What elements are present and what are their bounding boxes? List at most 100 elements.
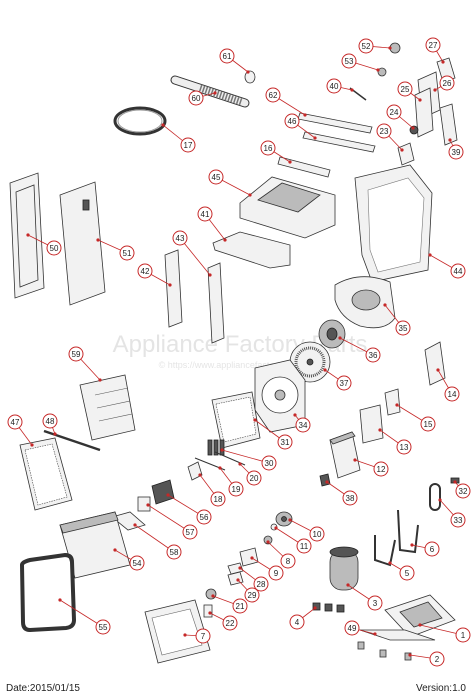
- callout-number: 37: [340, 379, 349, 388]
- callout-circle: [119, 245, 135, 261]
- callout-number: 50: [50, 244, 59, 253]
- callout-number: 26: [443, 79, 452, 88]
- callout-61: 61: [219, 48, 250, 74]
- leader-dot: [223, 238, 227, 242]
- part-39-plate: [439, 103, 458, 146]
- callout-31: 31: [253, 418, 293, 450]
- part-58-bracket: [111, 511, 146, 531]
- callout-number: 34: [299, 421, 308, 430]
- leader-line: [147, 504, 191, 533]
- leader-dot: [433, 88, 437, 92]
- callout-50: 50: [26, 233, 62, 256]
- leader-dot: [325, 480, 329, 484]
- part-33-tube-loop: [429, 483, 441, 511]
- leader-dot: [98, 378, 102, 382]
- leader-dot: [453, 480, 457, 484]
- callout-number: 31: [281, 438, 290, 447]
- leader-dot: [183, 633, 187, 637]
- callout-51: 51: [96, 238, 135, 261]
- leader-dot: [293, 413, 297, 417]
- callout-number: 49: [348, 624, 357, 633]
- leader-dot: [388, 561, 392, 565]
- part-61-ring: [244, 70, 256, 84]
- callout-35: 35: [383, 303, 411, 336]
- callout-circle: [284, 113, 300, 129]
- part-15-cover: [384, 388, 401, 416]
- callout-circle: [296, 538, 312, 554]
- callout-26: 26: [433, 75, 455, 92]
- leader-dot: [220, 448, 224, 452]
- leader-dot: [26, 233, 30, 237]
- part-38-clip: [319, 473, 331, 487]
- leader-dot: [246, 70, 250, 74]
- leader-dot: [238, 566, 242, 570]
- callout-21: 21: [211, 594, 248, 614]
- callout-number: 19: [232, 485, 241, 494]
- leader-dot: [274, 526, 278, 530]
- callout-number: 9: [274, 569, 279, 578]
- leader-dot: [166, 493, 170, 497]
- callout-circle: [277, 434, 293, 450]
- callout-number: 46: [288, 117, 297, 126]
- leader-dot: [303, 113, 307, 117]
- callout-circle: [455, 627, 471, 643]
- callout-24: 24: [386, 104, 415, 130]
- part-3-compressor: [329, 546, 359, 591]
- callout-circle: [182, 524, 198, 540]
- callout-number: 15: [424, 420, 433, 429]
- part-8-grommet: [263, 535, 273, 545]
- callout-number: 25: [401, 85, 410, 94]
- callout-23: 23: [376, 123, 404, 152]
- callout-54: 54: [113, 548, 145, 571]
- leader-line: [221, 449, 270, 464]
- callout-10: 10: [288, 518, 325, 542]
- callout-3: 3: [346, 583, 383, 611]
- callout-circle: [396, 439, 412, 455]
- callout-25: 25: [397, 81, 422, 102]
- callout-42: 42: [137, 263, 172, 287]
- callout-number: 42: [141, 267, 150, 276]
- callout-circle: [336, 375, 352, 391]
- part-46-trim-strip: [302, 131, 376, 153]
- callout-circle: [341, 53, 357, 69]
- callout-circle: [386, 104, 402, 120]
- callout-number: 58: [170, 548, 179, 557]
- part-30-heater: [207, 439, 225, 456]
- callout-38: 38: [325, 480, 358, 506]
- callout-number: 48: [46, 417, 55, 426]
- callout-circle: [232, 598, 248, 614]
- part-42-rail: [164, 249, 183, 328]
- part-31-evaporator: [211, 391, 261, 449]
- callout-number: 52: [362, 42, 371, 51]
- leader-dot: [346, 583, 350, 587]
- callout-layer: 1234567891011121314151617181920212223242…: [7, 37, 471, 667]
- callout-circle: [7, 414, 23, 430]
- callout-number: 21: [236, 602, 245, 611]
- callout-circle: [455, 483, 471, 499]
- callout-circle: [450, 512, 466, 528]
- callout-number: 61: [223, 52, 232, 61]
- leader-dot: [53, 432, 57, 436]
- callout-circle: [326, 78, 342, 94]
- callout-circle: [137, 263, 153, 279]
- callout-number: 2: [435, 655, 440, 664]
- leader-dot: [133, 523, 137, 527]
- callout-number: 11: [300, 542, 309, 551]
- callout-number: 36: [369, 351, 378, 360]
- callout-circle: [395, 320, 411, 336]
- leader-dot: [168, 283, 172, 287]
- leader-dot: [448, 138, 452, 142]
- callout-48: 48: [42, 413, 58, 436]
- callout-circle: [68, 346, 84, 362]
- callout-number: 47: [11, 418, 20, 427]
- callout-56: 56: [166, 493, 212, 525]
- leader-dot: [161, 123, 165, 127]
- callout-circle: [246, 470, 262, 486]
- callout-number: 23: [380, 127, 389, 136]
- part-49-base-rail: [359, 629, 436, 641]
- footer-date: Date:2015/01/15: [6, 683, 80, 694]
- callout-number: 44: [454, 267, 463, 276]
- callout-47: 47: [7, 414, 34, 447]
- leader-dot: [208, 273, 212, 277]
- callout-16: 16: [260, 140, 292, 164]
